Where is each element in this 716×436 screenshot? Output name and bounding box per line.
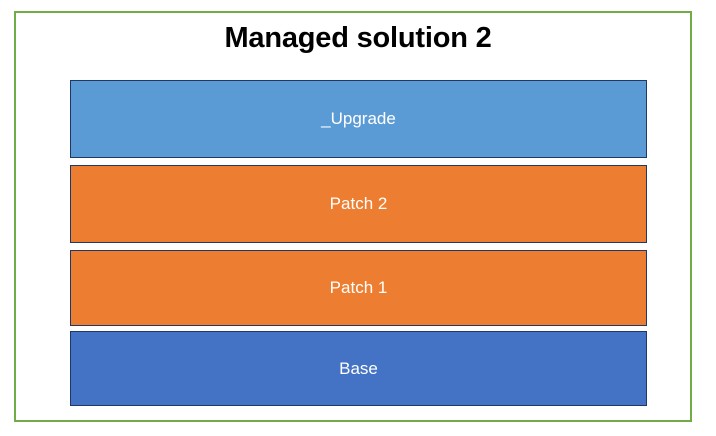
layer-label-base: Base [339, 358, 378, 378]
page-title: Managed solution 2 [224, 22, 492, 54]
layer-upgrade[interactable]: _Upgrade [70, 80, 647, 158]
layer-label-upgrade: _Upgrade [321, 109, 396, 128]
layer-patch-1[interactable]: Patch 1 [70, 250, 647, 326]
layer-label-patch-1: Patch 1 [329, 278, 388, 297]
solution-layer-stack: _Upgrade Patch 2 Patch 1 Base [70, 80, 647, 406]
layer-patch-2[interactable]: Patch 2 [70, 165, 647, 243]
layer-label-patch-2: Patch 2 [329, 194, 388, 213]
layer-base[interactable]: Base [70, 331, 647, 406]
